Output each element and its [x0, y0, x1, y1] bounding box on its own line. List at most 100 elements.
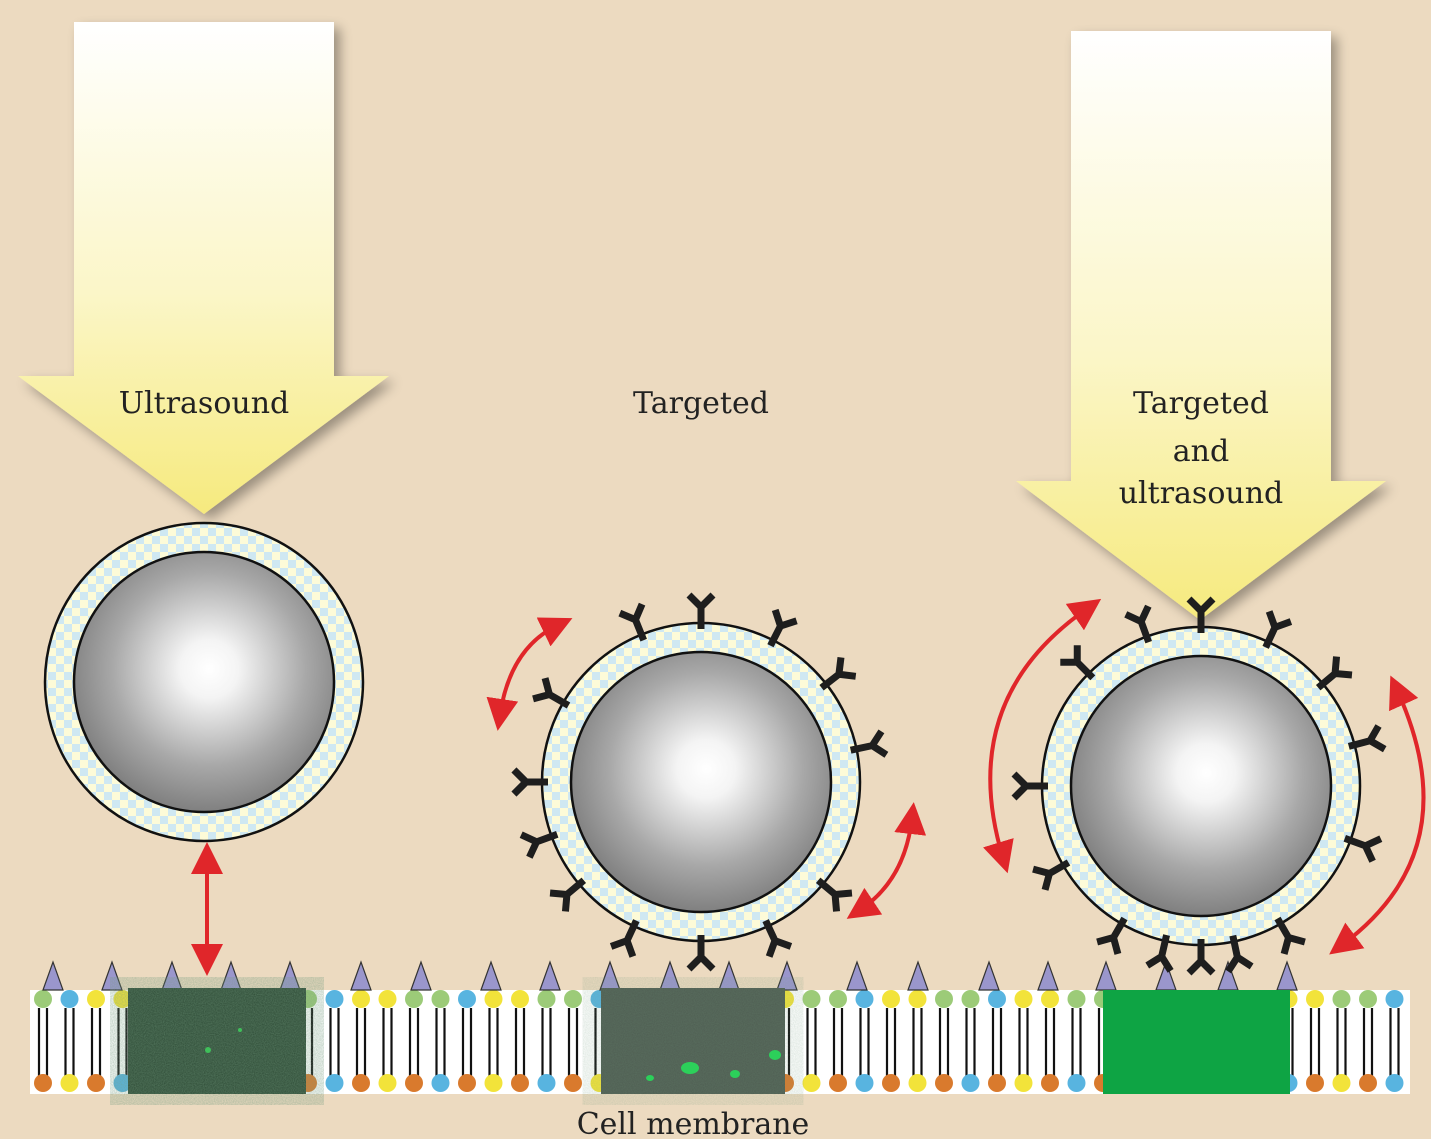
lipid-head-top: [60, 990, 79, 1008]
microbubble-targeted: [511, 592, 889, 972]
targeted-ultrasound-label-line1: Targeted: [1133, 386, 1269, 421]
antibody-icon: [1343, 835, 1383, 863]
lipid-head-top: [829, 990, 847, 1008]
antibody-icon: [1274, 916, 1306, 955]
receptor-triangle-icon: [350, 960, 372, 991]
lipid-head-top: [484, 990, 503, 1008]
lipid-head-top: [1332, 990, 1351, 1008]
lipid-head-bottom: [564, 1074, 582, 1092]
lipid-head-bottom: [829, 1074, 847, 1092]
lipid-head-top: [325, 990, 344, 1008]
antibody-icon: [1347, 724, 1387, 753]
antibody-icon: [532, 677, 571, 709]
lipid-head-top: [855, 990, 874, 1008]
bubble-gas-core: [569, 650, 833, 914]
lipid-head-bottom: [484, 1074, 503, 1092]
lipid-head-bottom: [511, 1074, 529, 1092]
receptor-triangle-icon: [907, 960, 929, 991]
rotation-arrow-right-large: [1329, 675, 1426, 955]
antibody-icon: [519, 831, 559, 859]
targeted-ultrasound-label-line2: and: [1173, 434, 1229, 469]
lipid-head-top: [1359, 990, 1377, 1008]
lipid-head-top: [564, 990, 582, 1008]
lipid-head-bottom: [113, 1074, 132, 1092]
antibody-icon: [1315, 656, 1353, 691]
lipid-head-top: [537, 990, 556, 1008]
lipid-head-top: [935, 990, 953, 1008]
ultrasound-beam-arrow-left: [18, 22, 389, 514]
lipid-head-bottom: [802, 1074, 821, 1092]
lipid-head-top: [961, 990, 980, 1008]
lipid-head-bottom: [431, 1074, 450, 1092]
lipid-head-top: [87, 990, 105, 1008]
antibody-icon: [618, 602, 647, 642]
antibody-icon: [549, 877, 587, 912]
lipid-head-bottom: [405, 1074, 423, 1092]
antibody-icon: [1124, 604, 1152, 644]
antibody-icon: [1096, 916, 1128, 955]
antibody-icon: [1060, 645, 1096, 681]
receptor-triangle-icon: [101, 960, 123, 991]
lipid-head-top: [405, 990, 423, 1008]
lipid-head-bottom: [882, 1074, 900, 1092]
receptor-triangle-icon: [161, 960, 183, 991]
receptor-triangle-icon: [978, 960, 1000, 991]
microbubble-targeted-ultrasound: [1011, 596, 1387, 976]
antibody-icon: [686, 592, 716, 629]
receptor-triangle-icon: [599, 960, 621, 991]
receptor-triangle-icon: [410, 960, 432, 991]
lipid-head-bottom: [961, 1074, 980, 1092]
lipid-head-bottom: [537, 1074, 556, 1092]
lipid-head-top: [1014, 990, 1033, 1008]
lipid-head-top: [352, 990, 370, 1008]
antibody-icon: [1186, 939, 1216, 976]
receptor-triangle-icon: [1037, 960, 1059, 991]
receptor-triangle-icon: [279, 960, 301, 991]
lipid-head-top: [908, 990, 927, 1008]
microbubbles: [43, 521, 1387, 976]
lipid-head-bottom: [87, 1074, 105, 1092]
antibody-icon: [686, 935, 716, 972]
receptor-triangle-icon: [718, 960, 740, 991]
rotation-arrow-left-large: [983, 598, 1102, 874]
lipid-head-bottom: [908, 1074, 927, 1092]
antibody-icon: [511, 767, 548, 797]
lipid-head-bottom: [458, 1074, 476, 1092]
receptor-triangle-icon: [220, 960, 242, 991]
lipid-head-bottom: [988, 1074, 1006, 1092]
antibody-icon: [1145, 934, 1174, 973]
antibody-icon: [1225, 934, 1254, 974]
lipid-head-bottom: [1306, 1074, 1324, 1092]
receptor-triangle-icon: [846, 960, 868, 991]
lipid-head-bottom: [1041, 1074, 1059, 1092]
uptake-panel-targeted: [601, 988, 785, 1094]
receptor-triangle-icon: [776, 960, 798, 991]
lipid-head-top: [802, 990, 821, 1008]
receptor-triangle-icon: [539, 960, 561, 991]
lipid-head-top: [1041, 990, 1059, 1008]
ultrasound-beam-arrow-right: [1016, 31, 1386, 620]
lipid-head-top: [988, 990, 1006, 1008]
antibody-icon: [1186, 596, 1216, 633]
receptor-triangle-icon: [480, 960, 502, 991]
cell-membrane-label: Cell membrane: [577, 1107, 810, 1139]
lipid-head-bottom: [325, 1074, 344, 1092]
motion-arrows: [191, 598, 1426, 976]
lipid-head-bottom: [60, 1074, 79, 1092]
antibody-icon: [762, 919, 793, 958]
lipid-head-bottom: [1359, 1074, 1377, 1092]
lipid-head-top: [378, 990, 397, 1008]
rotation-arrow-upper-left: [486, 617, 573, 731]
lipid-head-bottom: [1067, 1074, 1086, 1092]
lipid-head-top: [1306, 990, 1324, 1008]
lipid-head-top: [34, 990, 52, 1008]
lipid-head-top: [1067, 990, 1086, 1008]
uptake-panel-ultrasound: [128, 988, 306, 1094]
targeted-ultrasound-label-line3: ultrasound: [1119, 476, 1284, 511]
antibody-icon: [609, 919, 640, 958]
lipid-head-top: [511, 990, 529, 1008]
lipid-head-top: [882, 990, 900, 1008]
receptor-triangle-icon: [1095, 960, 1117, 991]
lipid-head-bottom: [1014, 1074, 1033, 1092]
lipid-head-bottom: [935, 1074, 953, 1092]
